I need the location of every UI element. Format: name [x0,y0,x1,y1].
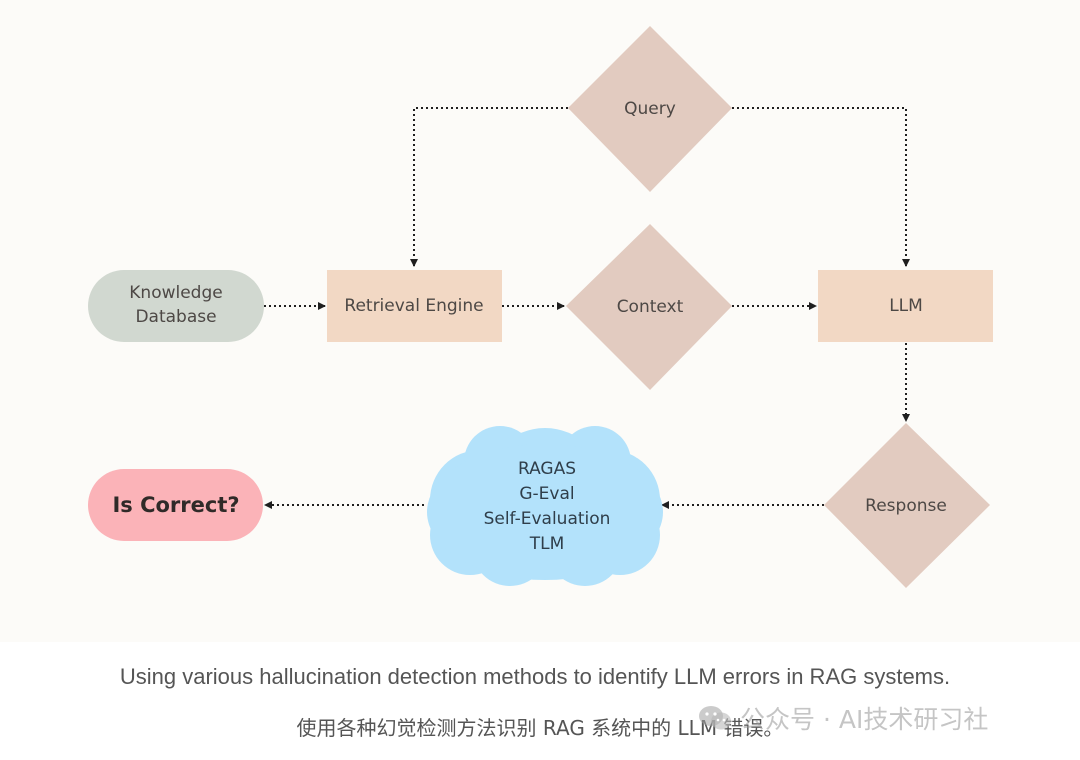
context-diamond [566,224,732,390]
is-correct-pill [88,469,263,541]
retrieval-engine-label: Retrieval Engine [344,296,483,316]
query-node: Query [568,26,732,192]
response-node: Response [824,423,990,588]
is-correct-label: Is Correct? [112,493,239,517]
llm-node: LLM [818,270,993,342]
knowledge-database-label-line2: Database [135,307,216,327]
methods-cloud-node: RAGAS G-Eval Self-Evaluation TLM [427,426,663,586]
caption-chinese: 使用各种幻觉检测方法识别 RAG 系统中的 LLM 错误。 [296,716,784,740]
diagram-panel: Query Knowledge Database Retrieval Engin… [88,26,993,588]
method-self-evaluation: Self-Evaluation [484,509,611,529]
knowledge-database-pill [88,270,264,342]
query-label: Query [624,99,676,119]
is-correct-node: Is Correct? [88,469,263,541]
edge-query-to-llm [732,107,910,267]
knowledge-database-node: Knowledge Database [88,270,264,342]
method-g-eval: G-Eval [519,484,574,504]
method-tlm: TLM [529,534,565,554]
methods-cloud [427,426,663,586]
rag-hallucination-diagram: Query Knowledge Database Retrieval Engin… [88,26,993,588]
edge-query-to-retrieval [410,107,568,267]
query-diamond [568,26,732,192]
knowledge-database-label-line1: Knowledge [129,283,222,303]
response-label: Response [865,496,947,516]
method-ragas: RAGAS [518,459,576,479]
llm-label: LLM [889,296,923,316]
retrieval-engine-node: Retrieval Engine [327,270,502,342]
connectors [264,107,910,509]
retrieval-engine-box [327,270,502,342]
caption-english: Using various hallucination detection me… [119,664,951,689]
response-diamond [824,423,990,588]
context-label: Context [617,297,684,317]
llm-box [818,270,993,342]
context-node: Context [566,224,732,390]
